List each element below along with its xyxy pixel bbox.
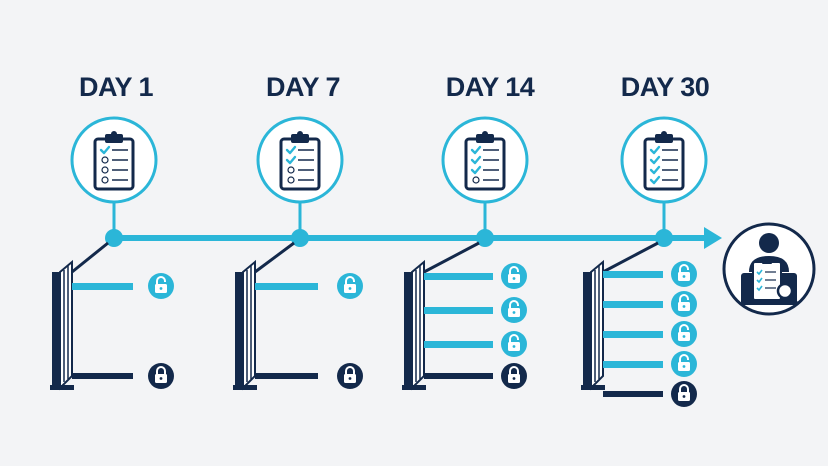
unlocked-padlock-icon	[671, 291, 697, 317]
unlocked-padlock-icon	[501, 297, 527, 323]
milestone-dot	[655, 229, 673, 247]
milestone-label-day-30: DAY 30	[620, 72, 710, 102]
gate-icon	[583, 272, 591, 388]
open-channel-bar	[424, 307, 493, 314]
gate-4	[581, 241, 663, 397]
clipboard-checklist-icon	[70, 116, 158, 204]
locked-padlock-icon	[148, 363, 174, 389]
unlocked-padlock-icon	[671, 321, 697, 347]
milestone-dot	[476, 229, 494, 247]
locked-padlock-icon	[501, 363, 527, 389]
unlocked-padlock-icon	[671, 351, 697, 377]
gate-icon	[404, 272, 412, 388]
clipboard-checklist-icon	[620, 116, 708, 204]
gate-icon	[235, 272, 243, 388]
milestone-dot	[105, 229, 123, 247]
open-channel-bar	[255, 283, 318, 290]
unlocked-padlock-icon	[148, 273, 174, 299]
unlocked-padlock-icon	[501, 331, 527, 357]
open-channel-bar	[424, 273, 493, 280]
milestone-label-day-1: DAY 1	[78, 72, 154, 102]
locked-padlock-icon	[337, 363, 363, 389]
gate-link-line	[71, 241, 109, 274]
unlocked-padlock-icon	[501, 263, 527, 289]
locked-channel-bar	[603, 391, 663, 397]
gate-link-line	[602, 241, 659, 274]
gate-link-line	[254, 241, 295, 274]
open-channel-bar	[603, 331, 663, 338]
magnifier-icon	[776, 282, 794, 300]
reviewer-with-checklist-icon	[722, 222, 816, 316]
open-channel-bar	[72, 283, 133, 290]
clipboard-checklist-icon	[256, 116, 344, 204]
locked-channel-bar	[255, 373, 318, 379]
open-channel-bar	[603, 361, 663, 368]
gate-1	[50, 241, 133, 391]
gate-link-line	[423, 241, 480, 274]
open-channel-bar	[603, 271, 663, 278]
clipboard-checklist-icon	[441, 116, 529, 204]
gate-icon	[52, 272, 60, 388]
milestone-label-day-7: DAY 7	[265, 72, 341, 102]
arrow-right-icon	[704, 227, 722, 249]
locked-channel-bar	[72, 373, 133, 379]
milestone-label-day-14: DAY 14	[445, 72, 535, 102]
unlocked-padlock-icon	[671, 261, 697, 287]
locked-channel-bar	[424, 373, 493, 379]
unlocked-padlock-icon	[337, 273, 363, 299]
milestone-dot	[291, 229, 309, 247]
open-channel-bar	[603, 301, 663, 308]
gate-3	[402, 241, 493, 391]
gate-2	[233, 241, 318, 391]
open-channel-bar	[424, 341, 493, 348]
locked-padlock-icon	[671, 381, 697, 407]
